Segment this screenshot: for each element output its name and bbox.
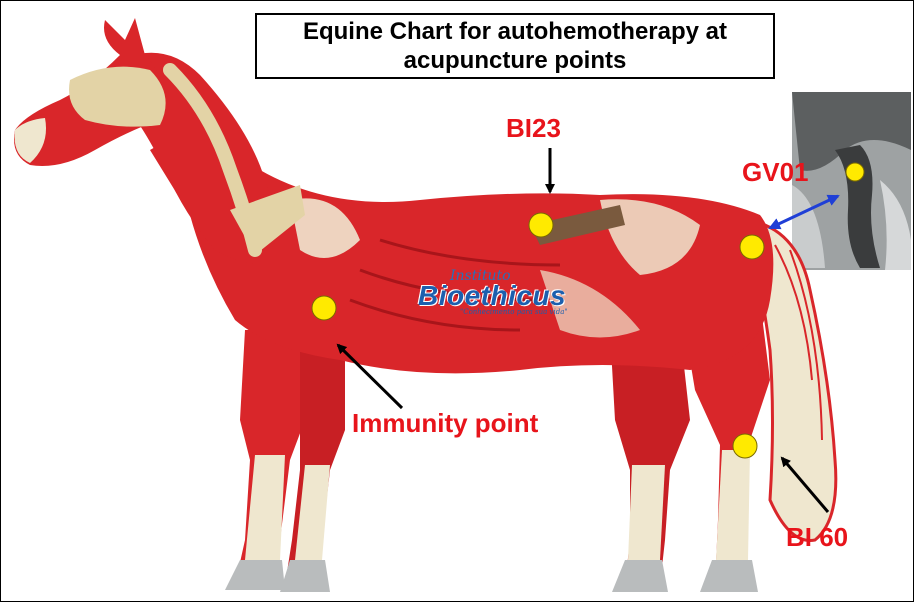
gv01-label: GV01 (742, 157, 809, 188)
bl23-label: BI23 (506, 113, 561, 144)
title-line-1: Equine Chart for autohemotherapy at (303, 17, 727, 46)
immunity-point-marker (312, 296, 336, 320)
title-line-2: acupuncture points (404, 46, 627, 75)
immunity-point-label: Immunity point (352, 408, 538, 439)
logo-tagline: "Conhecimento para sua vida" (460, 308, 568, 316)
gv01-point-marker (740, 235, 764, 259)
bl60-label: BI 60 (786, 522, 848, 553)
tail-photo-inset (792, 92, 911, 270)
gv01-photo-marker (846, 163, 864, 181)
bl60-point-marker (733, 434, 757, 458)
title-box: Equine Chart for autohemotherapy at acup… (255, 13, 775, 79)
bl23-point-marker (529, 213, 553, 237)
